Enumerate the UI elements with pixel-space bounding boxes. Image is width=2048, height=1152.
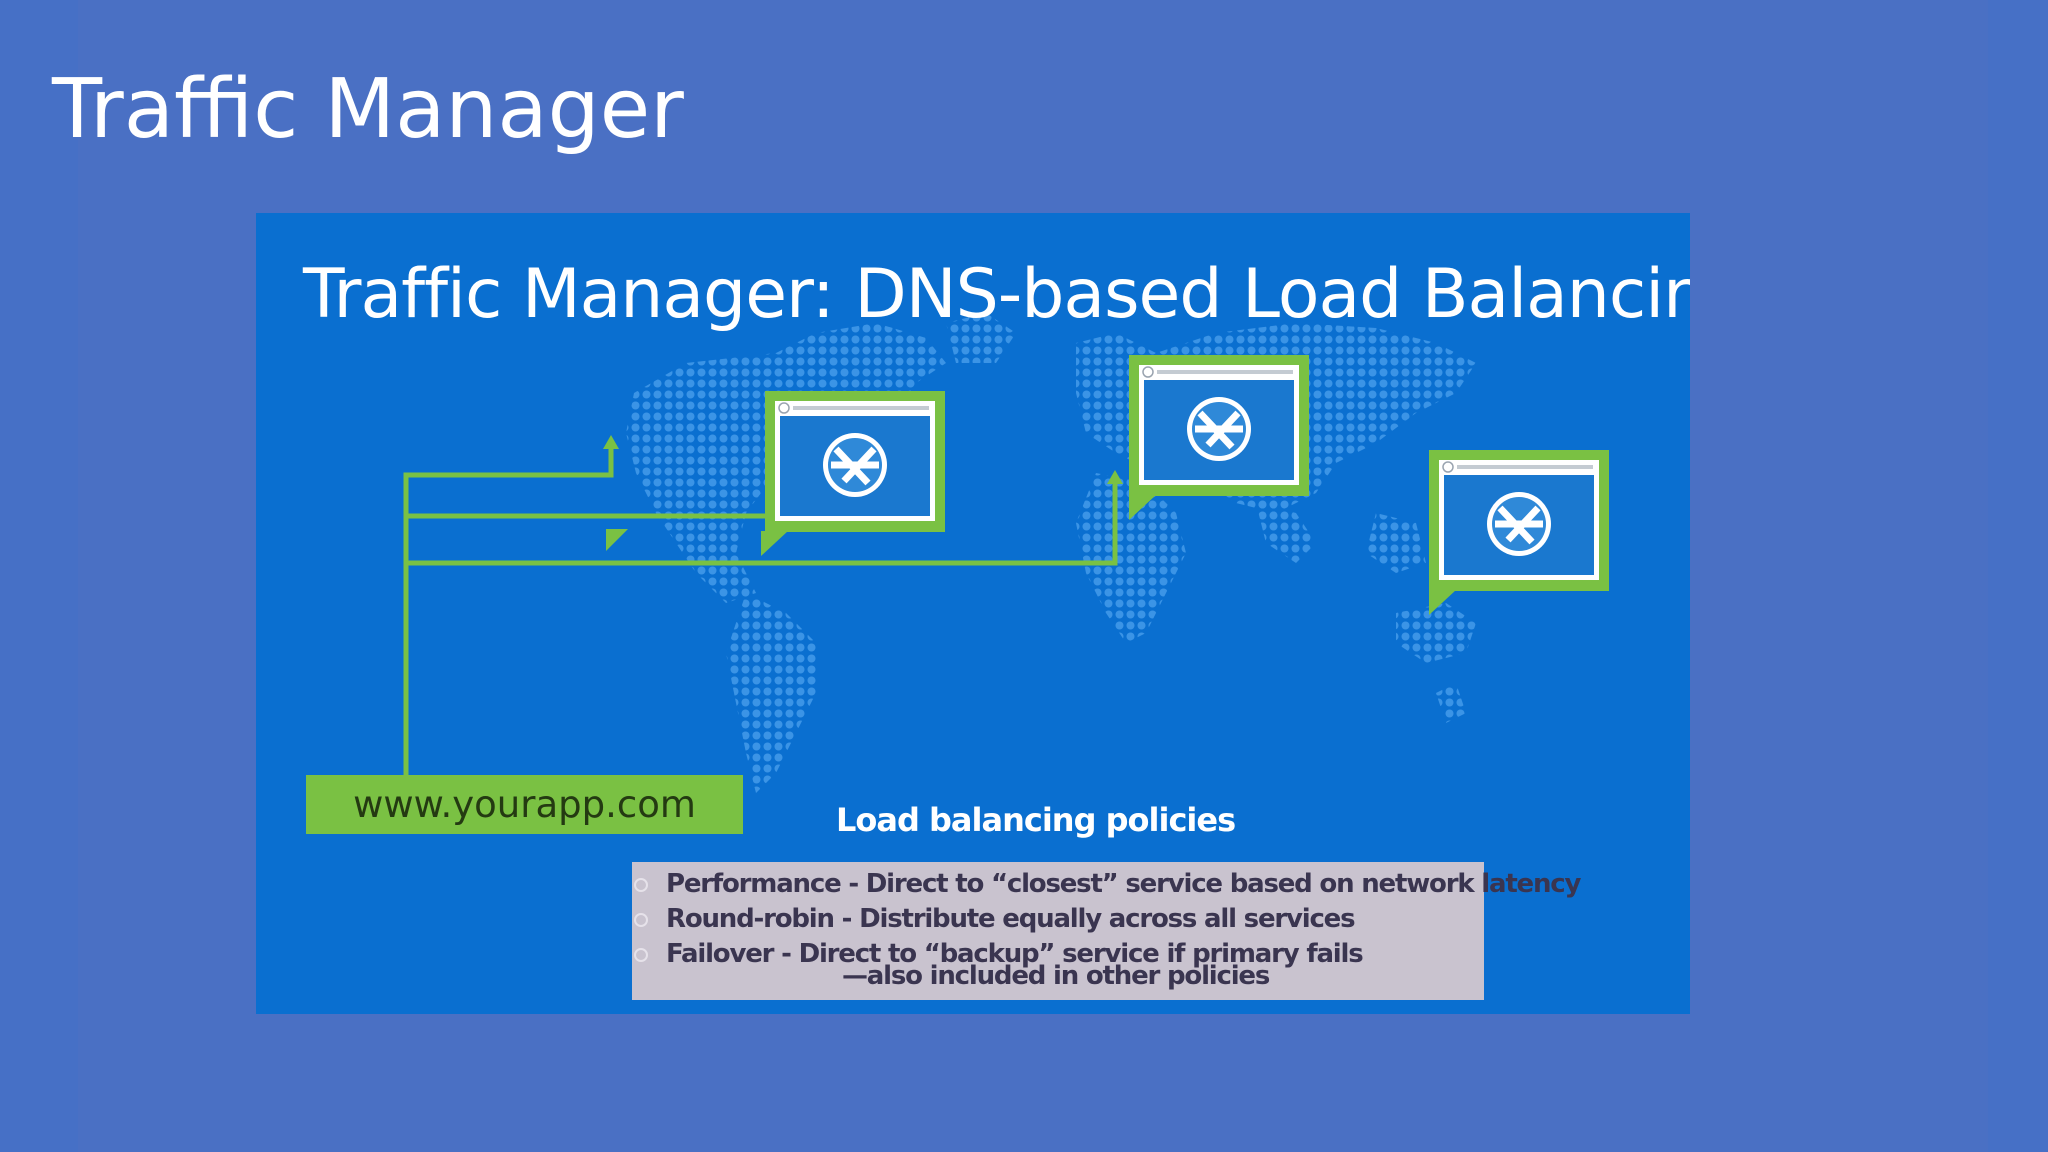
url-label-box: www.yourapp.com — [306, 775, 743, 834]
globe-icon — [823, 433, 887, 497]
right-band — [1988, 0, 2048, 1152]
globe-icon — [1487, 492, 1551, 556]
bullet-icon — [634, 948, 648, 962]
policies-box: Performance - Direct to “closest” servic… — [632, 862, 1581, 1000]
slide-image: Traffic Manager: DNS-based Load Balancin… — [256, 213, 1690, 1014]
web-app-window-icon — [1429, 450, 1609, 615]
policy-continuation: —also included in other policies — [842, 961, 1270, 991]
policy-item: Failover - Direct to “backup” service if… — [632, 937, 1484, 972]
slide-title: Traffic Manager: DNS-based Load Balancin… — [303, 255, 1690, 334]
policies-heading: Load balancing policies — [836, 801, 1236, 839]
left-band — [0, 0, 78, 1152]
web-app-window-icon — [761, 391, 945, 556]
bullet-icon — [634, 913, 648, 927]
page-title: Traffic Manager — [52, 62, 684, 157]
web-app-window-icon — [1129, 355, 1309, 520]
policy-item: Performance - Direct to “closest” servic… — [632, 867, 1581, 902]
service-windows — [761, 355, 1609, 615]
web-app-window-icon — [606, 529, 628, 551]
globe-icon — [1187, 397, 1251, 461]
policy-text: Round-robin - Distribute equally across … — [666, 904, 1356, 934]
policy-text: Performance - Direct to “closest” servic… — [666, 869, 1581, 899]
policy-item: Round-robin - Distribute equally across … — [632, 902, 1484, 937]
bullet-icon — [634, 878, 648, 892]
policy-text: Failover - Direct to “backup” service if… — [666, 939, 1364, 969]
